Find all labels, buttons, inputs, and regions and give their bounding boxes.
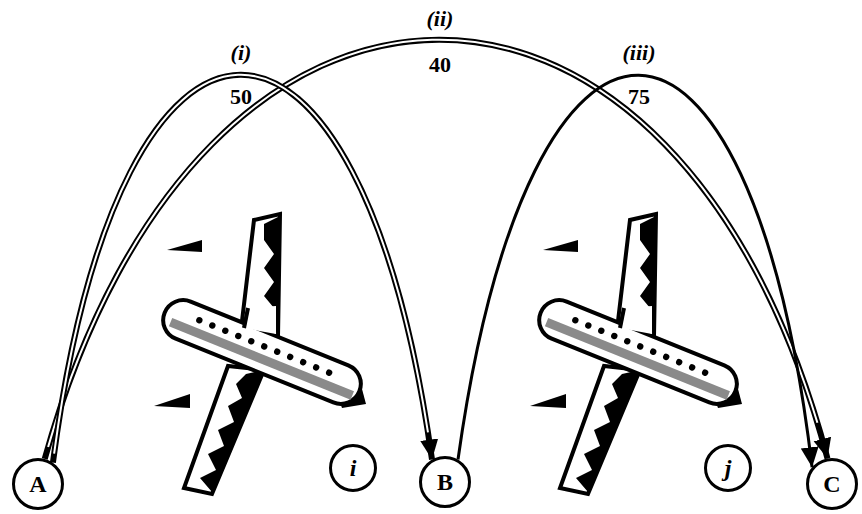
route-line-inner: [53, 75, 432, 463]
route-cost: 75: [628, 86, 650, 108]
node-label: i: [329, 444, 377, 492]
plane-circle: j: [704, 444, 752, 492]
airport-circle: A: [12, 458, 64, 510]
airplane: [154, 214, 367, 494]
route-arrow: [53, 75, 432, 463]
node-label: A: [12, 458, 64, 510]
route-line: [458, 75, 812, 467]
route-cost: 50: [230, 86, 252, 108]
node-label: C: [806, 458, 858, 510]
route-number: (ii): [427, 8, 454, 30]
route-line-inner: [45, 40, 828, 459]
airport-circle: C: [806, 458, 858, 510]
route-arrow: [45, 40, 828, 459]
route-arrow: [458, 75, 812, 467]
plane-circle: i: [329, 444, 377, 492]
airport-circle: B: [419, 456, 471, 508]
node-label: j: [704, 444, 752, 492]
route-number: (iii): [623, 42, 656, 64]
route-line: [45, 40, 828, 459]
route-line: [53, 75, 432, 463]
route-cost: 40: [429, 54, 451, 76]
route-number: (i): [231, 42, 252, 64]
node-label: B: [419, 456, 471, 508]
